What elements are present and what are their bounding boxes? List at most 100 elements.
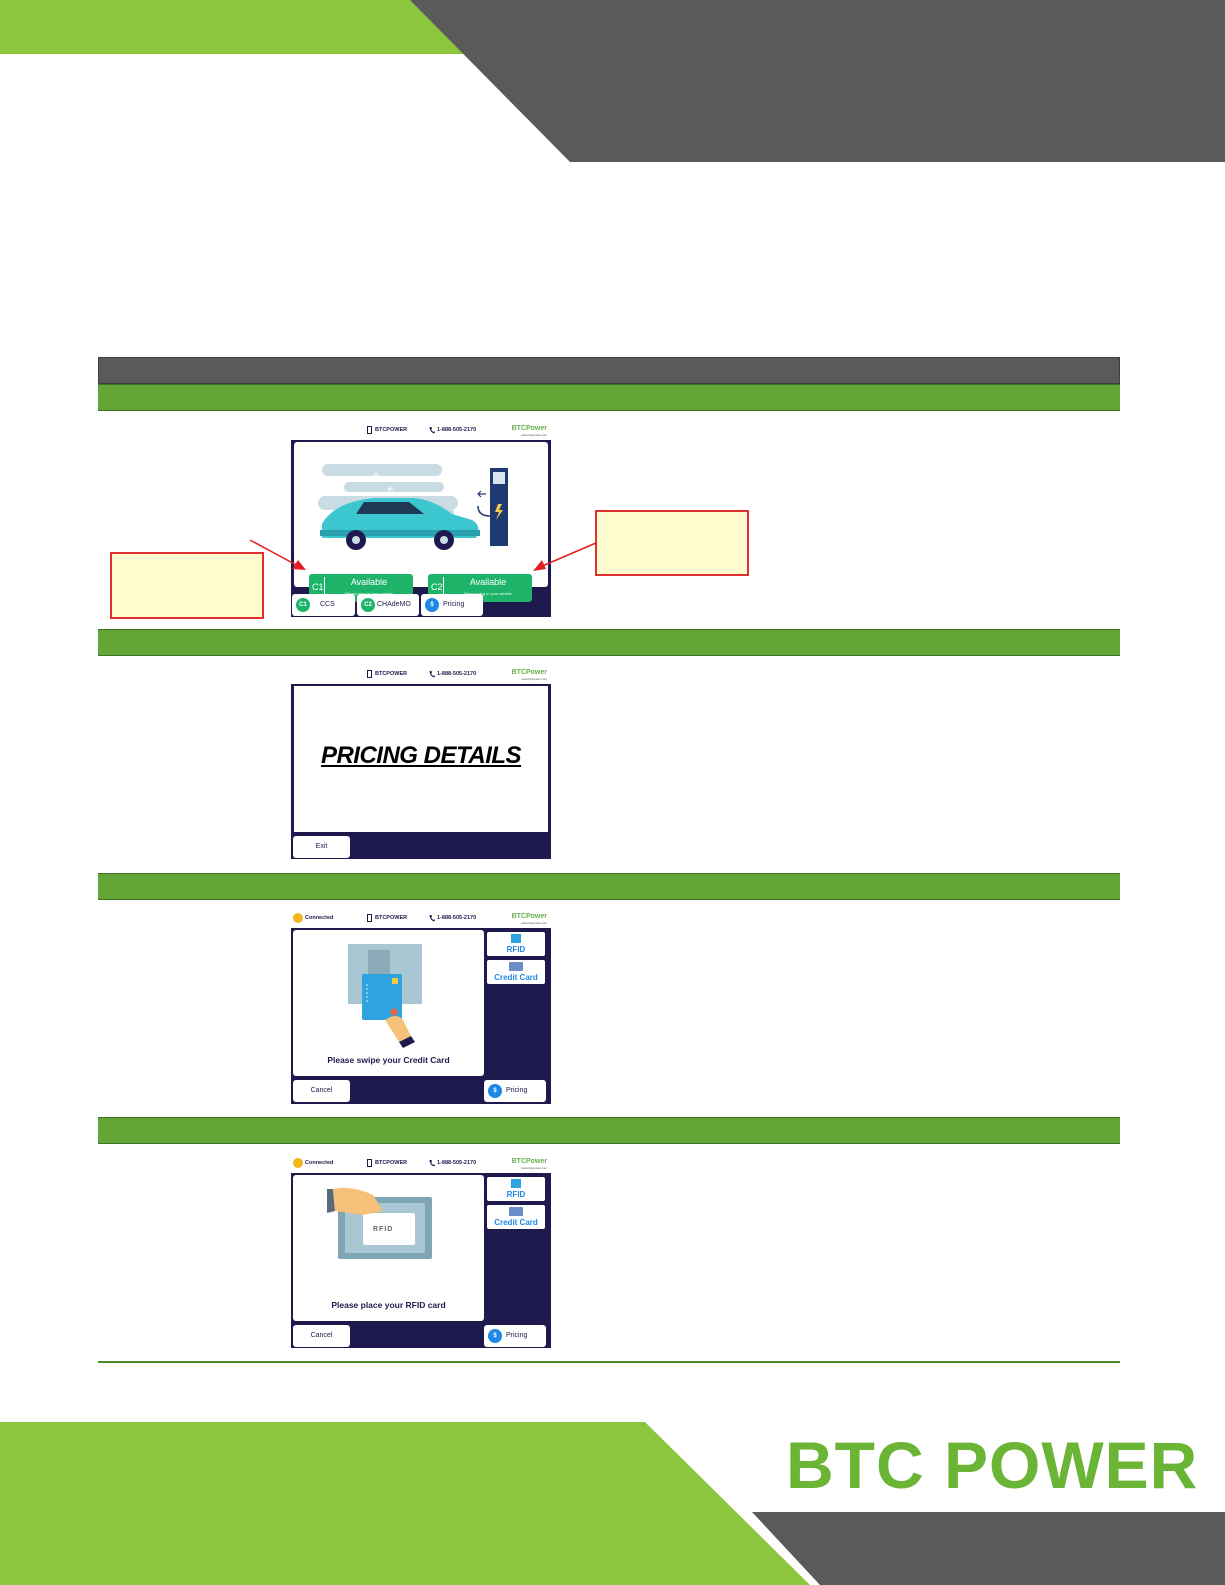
pricing-button[interactable]: $ Pricing [484, 1080, 546, 1102]
kiosk-logo-url: www.btcpower.com [521, 1166, 547, 1170]
credit-card-option-label: Credit Card [494, 1218, 538, 1227]
credit-card-icon [509, 962, 523, 971]
place-rfid-prompt: Please place your RFID card [331, 1300, 446, 1310]
c1-label: C1 [312, 582, 324, 592]
kiosk-logo: BTCPower [511, 913, 547, 920]
phone-icon [429, 671, 435, 678]
pricing-label: Pricing [506, 1087, 528, 1094]
c1-instruction: Please plug in your vehicle [325, 591, 413, 597]
chademo-badge: C2 [361, 598, 375, 612]
ev-charging-illustration [318, 464, 508, 550]
rfid-card-text: RFID [373, 1226, 394, 1233]
header-decoration [0, 0, 1225, 162]
rfid-option-button[interactable]: RFID [487, 932, 545, 956]
pricing-details-title: PRICING DETAILS [320, 742, 522, 769]
c2-label: C2 [431, 582, 443, 592]
kiosk-phone: 1-888-505-2170 [437, 1160, 477, 1166]
kiosk-topbar: Connected BTCPOWER 1-888-505-2170 BTCPow… [291, 1155, 551, 1173]
kiosk-logo: BTCPower [511, 425, 547, 432]
kiosk-phone: 1-888-505-2170 [437, 915, 477, 921]
kiosk-topbar: Connected BTCPOWER 1-888-505-2170 BTCPow… [291, 910, 551, 928]
phone-icon [429, 1160, 435, 1167]
table-header-bar [98, 357, 1120, 384]
c1-status: Available [350, 577, 388, 587]
kiosk-logo: BTCPower [511, 669, 547, 676]
kiosk-phone: 1-888-505-2170 [437, 427, 477, 433]
kiosk-screen-pricing: BTCPOWER 1-888-505-2170 BTCPower www.btc… [291, 666, 551, 859]
pricing-label: Pricing [506, 1332, 528, 1339]
connection-status: Connected [305, 1160, 334, 1166]
kiosk-brand: BTCPOWER [375, 427, 408, 433]
kiosk-screen-credit-card: Connected BTCPOWER 1-888-505-2170 BTCPow… [291, 910, 551, 1104]
callout-box-right [595, 510, 749, 576]
kiosk-topbar: BTCPOWER 1-888-505-2170 BTCPower www.btc… [291, 422, 551, 440]
charger-icon [367, 426, 372, 434]
kiosk-logo-url: www.btcpower.com [521, 433, 547, 437]
tab-chademo[interactable]: C2 CHAdeMO [357, 594, 419, 616]
tab-ccs[interactable]: C1 CCS [292, 594, 355, 616]
connection-status: Connected [305, 915, 334, 921]
home-panel: C1 Available Please plug in your vehicle… [294, 442, 548, 602]
connected-icon [293, 1158, 303, 1168]
rfid-icon [511, 1179, 521, 1188]
tab-pricing-label: Pricing [443, 601, 465, 608]
c1-divider [324, 577, 325, 599]
cancel-label: Cancel [310, 1087, 333, 1094]
c2-divider [443, 577, 444, 599]
rfid-icon [511, 934, 521, 943]
phone-icon [429, 915, 435, 922]
table-bottom-rule [98, 1361, 1120, 1363]
kiosk-logo-url: www.btcpower.com [521, 921, 547, 925]
cancel-label: Cancel [310, 1332, 333, 1339]
c2-instruction: Please plug in your vehicle [464, 591, 512, 596]
rfid-panel: RFID Please place your RFID card [293, 1175, 484, 1321]
rfid-option-label: RFID [506, 1190, 526, 1199]
cancel-button[interactable]: Cancel [293, 1325, 350, 1347]
rfid-option-label: RFID [506, 945, 526, 954]
kiosk-brand: BTCPOWER [375, 915, 408, 921]
kiosk-screen-rfid: Connected BTCPOWER 1-888-505-2170 BTCPow… [291, 1155, 551, 1348]
kiosk-logo-url: www.btcpower.com [521, 677, 547, 681]
dollar-icon: $ [425, 598, 439, 612]
cancel-button[interactable]: Cancel [293, 1080, 350, 1102]
charger-icon [367, 670, 372, 678]
rfid-option-button[interactable]: RFID [487, 1177, 545, 1201]
section-bar-2 [98, 629, 1120, 656]
rfid-tap-illustration [327, 1187, 432, 1259]
kiosk-brand: BTCPOWER [375, 671, 408, 677]
credit-card-option-label: Credit Card [494, 973, 538, 982]
exit-button[interactable]: Exit [293, 836, 350, 858]
dollar-icon: $ [488, 1084, 502, 1098]
phone-icon [429, 427, 435, 434]
kiosk-topbar: BTCPOWER 1-888-505-2170 BTCPower www.btc… [291, 666, 551, 684]
kiosk-logo: BTCPower [511, 1158, 547, 1165]
section-bar-4 [98, 1117, 1120, 1144]
charger-icon [367, 1159, 372, 1167]
kiosk-brand: BTCPOWER [375, 1160, 408, 1166]
c2-status: Available [469, 577, 507, 587]
credit-card-swipe-illustration [348, 944, 422, 1048]
connected-icon [293, 913, 303, 923]
kiosk-phone: 1-888-505-2170 [437, 671, 477, 677]
credit-card-option-button[interactable]: Credit Card [487, 960, 545, 984]
pricing-panel: PRICING DETAILS [293, 685, 549, 833]
exit-label: Exit [315, 843, 328, 850]
section-bar-3 [98, 873, 1120, 900]
credit-card-option-button[interactable]: Credit Card [487, 1205, 545, 1229]
kiosk-screen-home: BTCPOWER 1-888-505-2170 BTCPower www.btc… [291, 422, 551, 617]
pricing-button[interactable]: $ Pricing [484, 1325, 546, 1347]
footer-brand-logo: BTC POWER [786, 1428, 1199, 1502]
ccs-badge: C1 [296, 598, 310, 612]
credit-card-panel: Please swipe your Credit Card [293, 930, 484, 1076]
dollar-icon: $ [488, 1329, 502, 1343]
tab-ccs-label: CCS [320, 601, 335, 608]
section-bar-1 [98, 384, 1120, 411]
credit-card-icon [509, 1207, 523, 1216]
tab-chademo-label: CHAdeMO [377, 601, 411, 608]
charger-icon [367, 914, 372, 922]
swipe-card-prompt: Please swipe your Credit Card [327, 1055, 450, 1065]
tab-pricing[interactable]: $ Pricing [421, 594, 483, 616]
callout-box-left [110, 552, 264, 619]
